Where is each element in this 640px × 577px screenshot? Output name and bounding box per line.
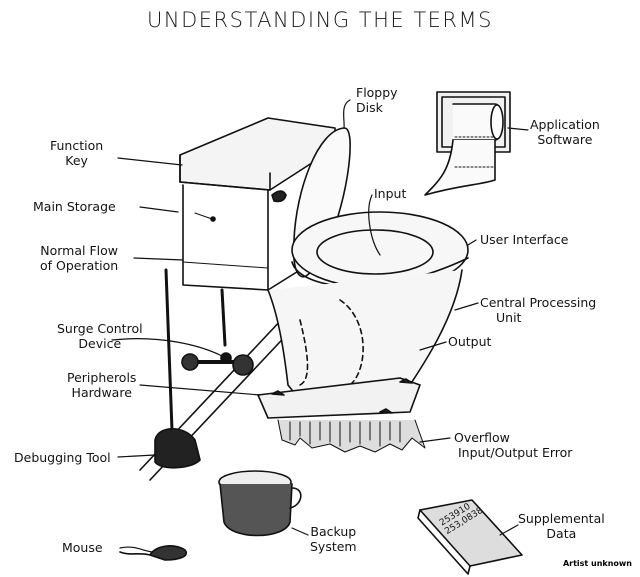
label-cpu: Central Processing Unit xyxy=(480,295,596,325)
overflow-puddle xyxy=(277,419,426,453)
label-floppy-disk: Floppy Disk xyxy=(356,85,398,115)
label-line: Software xyxy=(537,132,593,147)
book xyxy=(417,499,523,575)
mouse xyxy=(119,545,187,561)
label-line: Device xyxy=(78,336,122,351)
flush-handle xyxy=(271,190,287,203)
label-main-storage: Main Storage xyxy=(33,199,116,214)
label-line: Normal Flow xyxy=(40,243,118,258)
label-line: Disk xyxy=(356,100,383,115)
label-peripherals: Peripherols Hardware xyxy=(67,370,136,400)
label-line: Surge Control xyxy=(57,321,143,336)
label-debugging-tool: Debugging Tool xyxy=(14,450,111,465)
label-line: Main Storage xyxy=(33,199,116,214)
label-overflow: Overflow Input/Output Error xyxy=(454,430,572,460)
label-normal-flow: Normal Flow of Operation xyxy=(40,243,118,273)
artist-credit: Artist unknown xyxy=(562,559,632,568)
label-line: Function xyxy=(50,138,104,153)
label-line: Central Processing xyxy=(480,295,597,310)
label-line: System xyxy=(310,539,357,554)
label-user-interface: User Interface xyxy=(480,232,568,247)
shutoff-valve xyxy=(181,288,254,376)
label-function-key: Function Key xyxy=(50,138,103,168)
label-line: Overflow xyxy=(454,430,510,445)
label-line: Debugging Tool xyxy=(14,450,111,465)
label-line: Data xyxy=(546,526,577,541)
leader-lines xyxy=(111,99,529,553)
label-line: Peripherols xyxy=(67,370,137,385)
label-line: User Interface xyxy=(480,232,569,247)
plunger xyxy=(154,268,201,469)
diagram-title: UNDERSTANDING THE TERMS xyxy=(147,8,493,32)
label-supplemental-data: Supplemental Data xyxy=(518,511,605,541)
label-output: Output xyxy=(448,334,491,349)
label-line: Application xyxy=(530,117,600,132)
label-line: Floppy xyxy=(356,85,398,100)
label-application-software: Application Software xyxy=(530,117,600,147)
label-surge-control: Surge Control Device xyxy=(57,321,143,351)
label-line: Supplemental xyxy=(518,511,605,526)
toilet-bowl xyxy=(267,269,463,401)
label-line: Output xyxy=(448,334,492,349)
chamber-pot xyxy=(218,470,302,537)
label-line: Input/Output Error xyxy=(458,445,573,460)
label-line: Mouse xyxy=(62,540,103,555)
label-line: Backup xyxy=(310,524,357,539)
label-line: Input xyxy=(374,186,407,201)
label-line: Unit xyxy=(496,310,522,325)
label-backup-system: Backup System xyxy=(310,524,357,554)
label-input: Input xyxy=(374,186,406,201)
label-line: Key xyxy=(65,153,88,168)
label-line: Hardware xyxy=(71,385,132,400)
toilet-base xyxy=(257,377,421,419)
label-mouse: Mouse xyxy=(62,540,103,555)
label-line: of Operation xyxy=(40,258,119,273)
toilet-paper-holder xyxy=(424,91,511,196)
